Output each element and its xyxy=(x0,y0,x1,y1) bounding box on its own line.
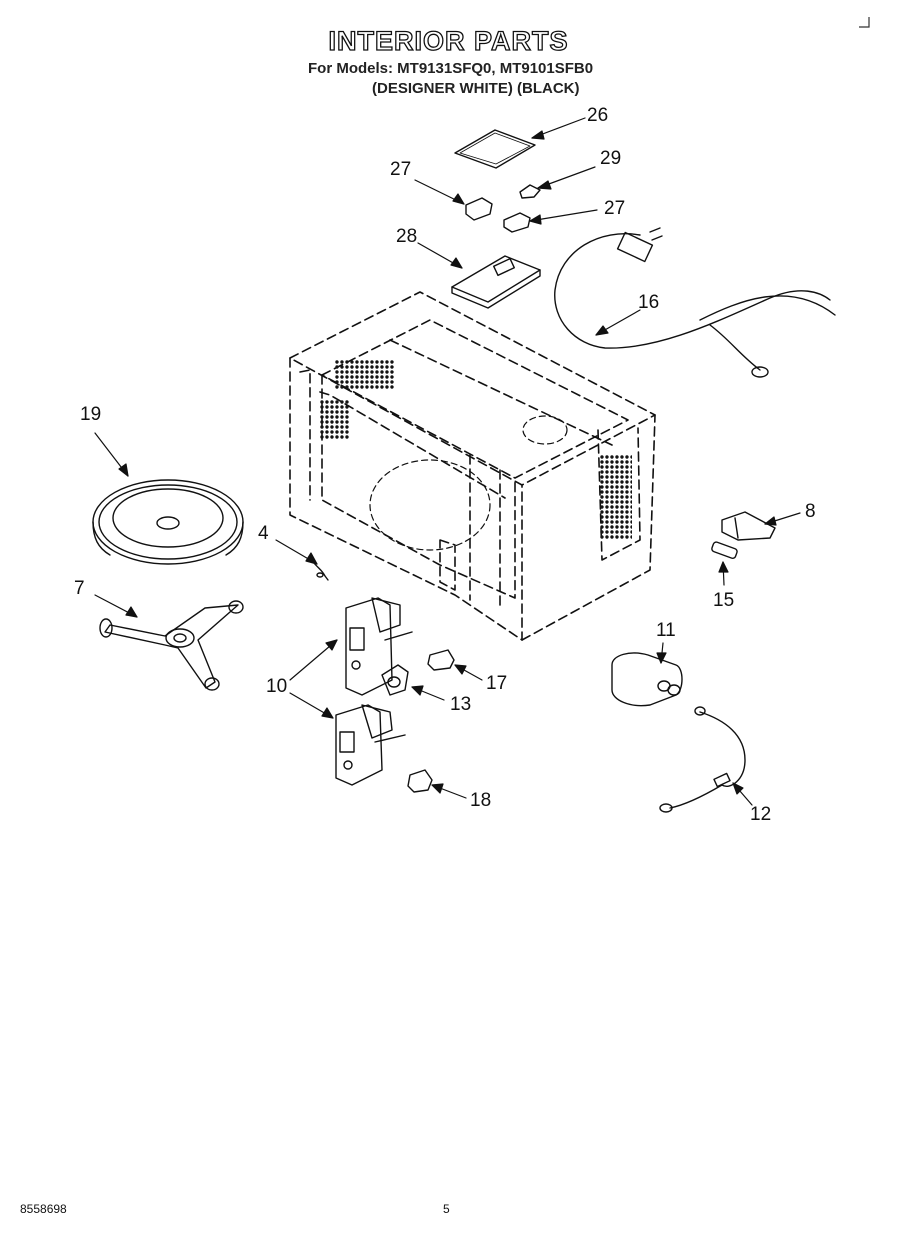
callout-10: 10 xyxy=(266,676,288,697)
bracket-8 xyxy=(721,511,776,541)
diode-12 xyxy=(659,706,746,813)
callout-29: 29 xyxy=(600,148,622,169)
callout-8: 8 xyxy=(805,501,816,522)
switch-bracket-10a xyxy=(345,597,413,696)
callout-27-right: 27 xyxy=(604,198,626,219)
callout-17: 17 xyxy=(486,673,508,694)
roller-ring-7 xyxy=(99,600,244,691)
switch-bracket-10b xyxy=(335,704,406,786)
variants-line: (DESIGNER WHITE) (BLACK) xyxy=(372,80,580,97)
cavity-interior-ring xyxy=(369,415,568,551)
page-number: 5 xyxy=(443,1202,450,1216)
clip-27b xyxy=(503,212,531,233)
cavity-vent-holes xyxy=(320,360,632,540)
callout-18: 18 xyxy=(470,790,492,811)
callout-7: 7 xyxy=(74,578,85,599)
callout-26: 26 xyxy=(587,105,609,126)
models-line: For Models: MT9131SFQ0, MT9101SFB0 xyxy=(308,60,594,77)
leader-lines xyxy=(94,117,801,806)
corner-mark-icon xyxy=(859,17,870,28)
page-title: INTERIOR PARTS xyxy=(328,25,569,56)
callout-4: 4 xyxy=(258,523,269,544)
callout-19: 19 xyxy=(80,404,102,425)
actuator-13 xyxy=(381,664,409,696)
callout-13: 13 xyxy=(450,694,472,715)
doc-number: 8558698 xyxy=(20,1202,67,1216)
capacitor-11 xyxy=(611,652,683,707)
cover-plate-26 xyxy=(454,129,536,169)
switch-18 xyxy=(407,769,433,793)
clip-29 xyxy=(519,184,541,199)
switch-17 xyxy=(427,649,455,671)
callout-15: 15 xyxy=(713,590,735,611)
board-28 xyxy=(451,255,541,309)
turntable-19 xyxy=(92,479,244,565)
callout-16: 16 xyxy=(638,292,660,313)
fuse-15 xyxy=(711,541,738,559)
power-cord-16 xyxy=(554,227,836,378)
callout-28: 28 xyxy=(396,226,418,247)
spring-4 xyxy=(313,562,329,581)
clip-27a xyxy=(465,197,493,221)
callout-12: 12 xyxy=(750,804,772,825)
callout-11: 11 xyxy=(656,620,676,641)
callout-27-left: 27 xyxy=(390,159,412,180)
